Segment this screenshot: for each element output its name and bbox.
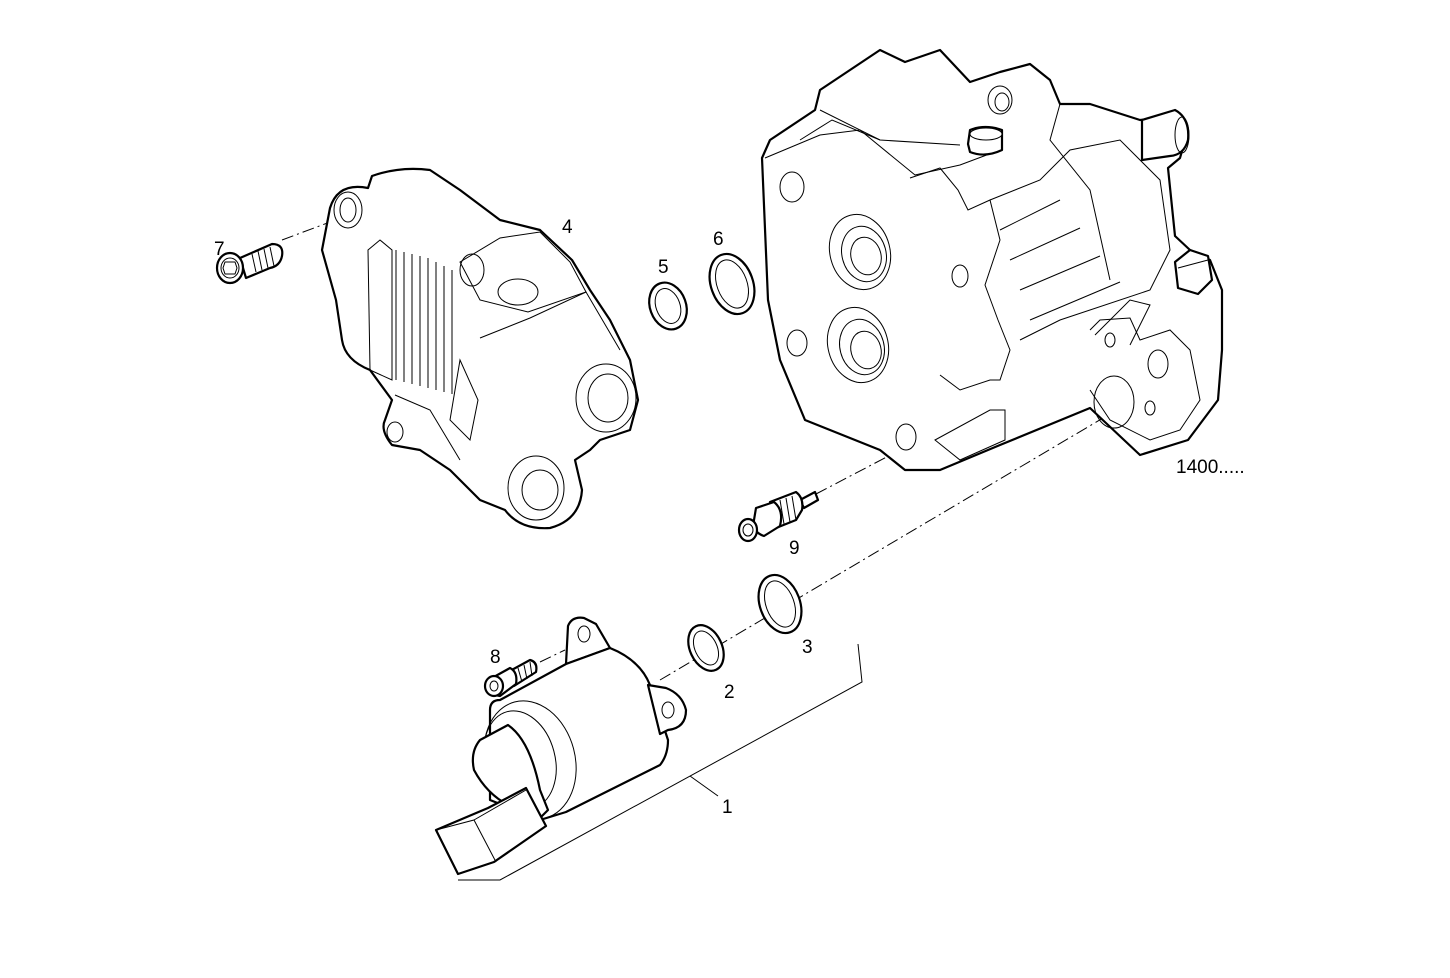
assembly-1-bracket <box>458 643 863 881</box>
high-pressure-pump-body[interactable] <box>760 48 1224 472</box>
callout-label-5: 5 <box>658 257 669 278</box>
part-3-large-seal-ring[interactable] <box>751 569 809 639</box>
alignment-axes <box>281 221 1121 681</box>
callout-label-6: 6 <box>713 229 724 250</box>
callout-label-8: 8 <box>490 647 501 668</box>
callout-label-4: 4 <box>562 217 573 238</box>
callout-label-2: 2 <box>724 682 735 703</box>
callout-label-7: 7 <box>214 239 225 260</box>
part-4-pump-housing-cover[interactable] <box>320 167 640 530</box>
part-9-threaded-sensor-fitting[interactable] <box>737 490 820 543</box>
part-6-large-o-ring[interactable] <box>702 248 763 321</box>
part-7-torx-screw[interactable] <box>215 242 284 285</box>
callout-label-9: 9 <box>789 538 800 559</box>
part-1-pressure-regulator-valve[interactable] <box>434 616 688 876</box>
part-5-small-o-ring[interactable] <box>643 277 693 334</box>
callout-label-3: 3 <box>802 637 813 658</box>
reference-code: 1400..... <box>1176 457 1245 478</box>
callout-label-1: 1 <box>722 797 733 818</box>
part-2-small-seal-ring[interactable] <box>681 619 730 676</box>
part-8-socket-head-screw[interactable] <box>483 658 538 698</box>
